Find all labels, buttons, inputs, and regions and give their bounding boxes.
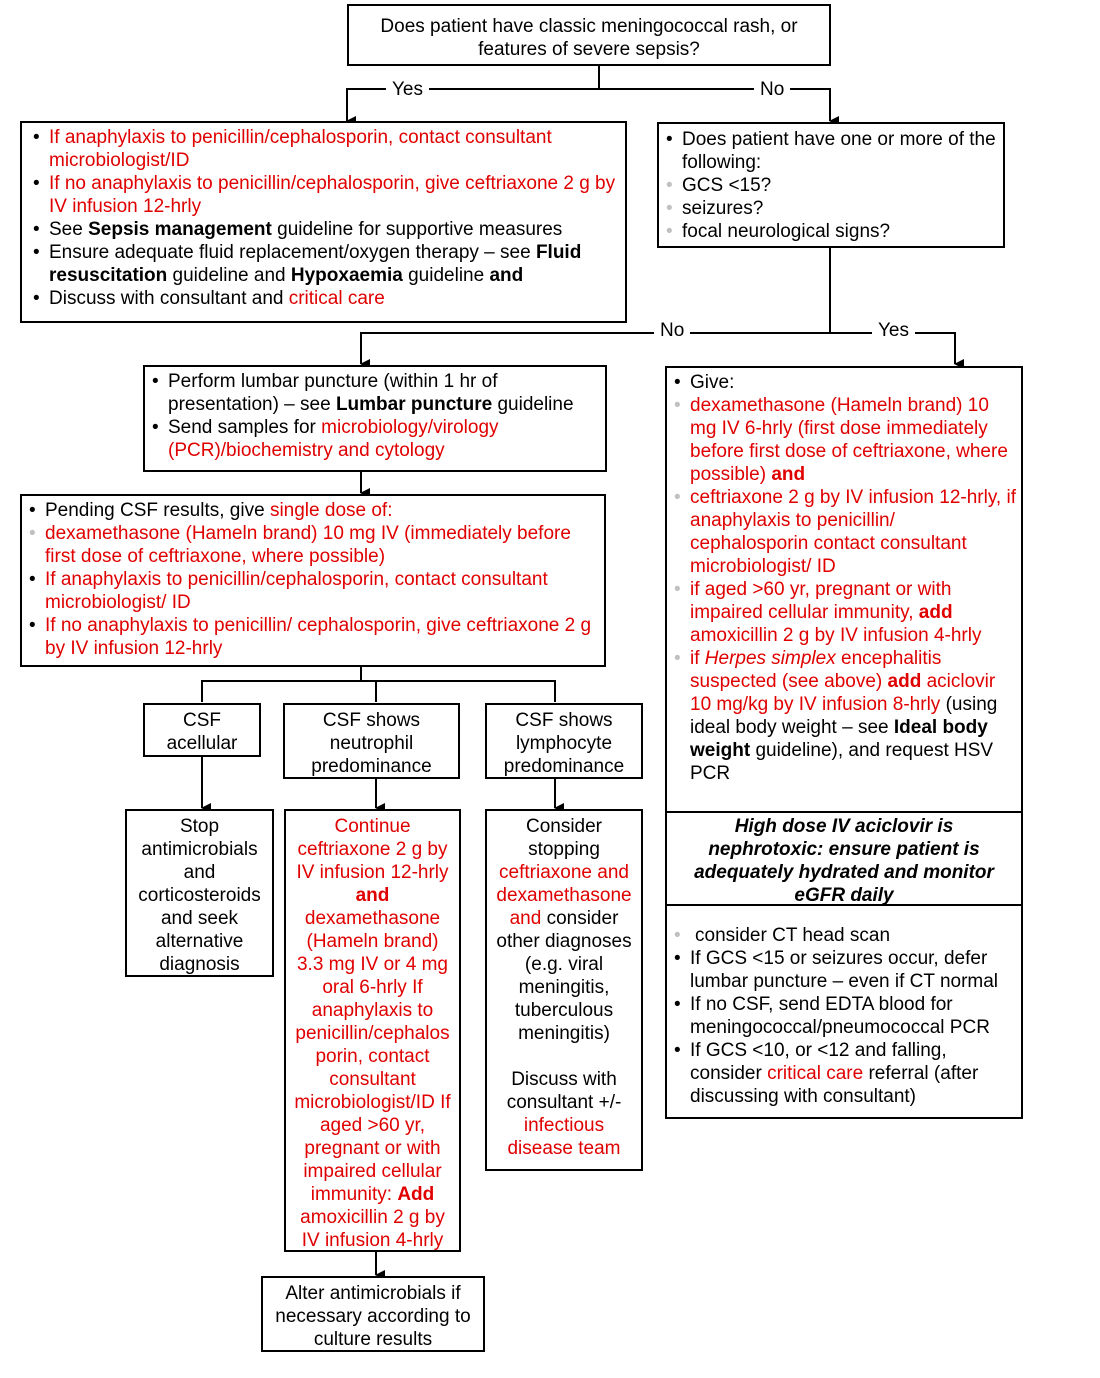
neuro-item-seizures: seizures? — [661, 197, 1001, 220]
consider-discuss-text: Discuss with consultant +/- — [506, 1069, 622, 1113]
consider-stopping-box: Consider stopping ceftriaxone and dexame… — [485, 809, 643, 1171]
csf-neutrophil-box: CSF shows neutrophil predominance — [283, 703, 460, 779]
ct-section: consider CT head scan If GCS <15 or seiz… — [667, 904, 1021, 1108]
edge-label-yes-2: Yes — [872, 320, 915, 342]
csf-acellular-text: CSF acellular — [166, 710, 238, 754]
neuro-item-focal: focal neurological signs? — [661, 220, 1001, 243]
continue-ceftriaxone-text: Continue ceftriaxone 2 g by IV infusion … — [296, 816, 449, 883]
continue-add-text: Add — [397, 1184, 435, 1205]
csf-neutrophil-text: CSF shows neutrophil predominance — [311, 710, 432, 777]
ct-item-critical-care: If GCS <10, or <12 and falling, consider… — [669, 1039, 1017, 1108]
lp-item-samples: Send samples for microbiology/virology (… — [147, 416, 603, 462]
lp-item-perform: Perform lumbar puncture (within 1 hr of … — [147, 370, 603, 416]
continue-amoxicillin-text: amoxicillin 2 g by IV infusion 4-hrly — [300, 1207, 445, 1251]
pending-item-ceftriaxone: If no anaphylaxis to penicillin/ cephalo… — [24, 614, 602, 660]
ct-item-edta: If no CSF, send EDTA blood for meningoco… — [669, 993, 1017, 1039]
pending-csf-box: Pending CSF results, give single dose of… — [20, 494, 606, 667]
continue-anaphylaxis-text: If anaphylaxis to penicillin/cephalos po… — [294, 977, 450, 1113]
pending-item-intro: Pending CSF results, give single dose of… — [24, 499, 602, 522]
consider-id-team-text: infectious disease team — [507, 1115, 621, 1159]
give-item-amoxicillin: if aged >60 yr, pregnant or with impaire… — [669, 578, 1017, 647]
neuro-item-gcs: GCS <15? — [661, 174, 1001, 197]
give-item-aciclovir: if Herpes simplex encephalitis suspected… — [669, 647, 1017, 785]
continue-dexamethasone-text: dexamethasone (Hameln brand) 3.3 mg IV o… — [296, 908, 448, 998]
csf-lymphocyte-text: CSF shows lymphocyte predominance — [503, 710, 625, 777]
csf-lymphocyte-box: CSF shows lymphocyte predominance — [485, 703, 643, 779]
ct-item-defer: If GCS <15 or seizures occur, defer lumb… — [669, 947, 1017, 993]
consider-diagnoses-text: consider other diagnoses (e.g. viral men… — [496, 908, 632, 1044]
alter-antimicrobials-text: Alter antimicrobials if necessary accord… — [275, 1283, 471, 1350]
stop-antimicrobials-box: Stop antimicrobials and corticosteroids … — [125, 809, 274, 977]
continue-aged-text: If aged >60 yr, pregnant or with impaire… — [303, 1092, 451, 1205]
stop-antimicrobials-text: Stop antimicrobials and corticosteroids … — [138, 816, 261, 975]
ct-item-scan: consider CT head scan — [669, 924, 1017, 947]
sepsis-item-discuss: Discuss with consultant and critical car… — [28, 287, 619, 310]
consider-drugs-text: ceftriaxone and dexamethasone and — [496, 862, 632, 929]
sepsis-item-fluid: Ensure adequate fluid replacement/oxygen… — [28, 241, 619, 287]
continue-treatment-box: Continue ceftriaxone 2 g by IV infusion … — [284, 809, 461, 1252]
give-intro: Give: — [669, 371, 1017, 394]
sepsis-item-guideline: See Sepsis management guideline for supp… — [28, 218, 619, 241]
continue-and-text: and — [355, 885, 390, 906]
question-rash-sepsis-text: Does patient have classic meningococcal … — [380, 16, 798, 60]
give-treatment-box: Give: dexamethasone (Hameln brand) 10 mg… — [665, 366, 1023, 1119]
aciclovir-warning: High dose IV aciclovir is nephrotoxic: e… — [667, 811, 1021, 906]
edge-label-no: No — [754, 79, 791, 101]
sepsis-item-anaphylaxis: If anaphylaxis to penicillin/cephalospor… — [28, 126, 619, 172]
question-neuro-signs: Does patient have one or more of the fol… — [657, 122, 1005, 248]
consider-stopping-text: Consider stopping — [525, 816, 603, 860]
csf-acellular-box: CSF acellular — [143, 703, 261, 757]
pending-item-anaphylaxis: If anaphylaxis to penicillin/cephalospor… — [24, 568, 602, 614]
give-list-section: Give: dexamethasone (Hameln brand) 10 mg… — [667, 368, 1021, 811]
question-rash-sepsis: Does patient have classic meningococcal … — [347, 4, 831, 66]
sepsis-actions-box: If anaphylaxis to penicillin/cephalospor… — [20, 121, 627, 323]
question-neuro-intro: Does patient have one or more of the fol… — [661, 128, 1001, 174]
sepsis-item-ceftriaxone: If no anaphylaxis to penicillin/cephalos… — [28, 172, 619, 218]
give-item-ceftriaxone: ceftriaxone 2 g by IV infusion 12-hrly, … — [669, 486, 1017, 578]
edge-label-no-2: No — [654, 320, 691, 342]
edge-label-yes: Yes — [386, 79, 429, 101]
pending-item-dexamethasone: dexamethasone (Hameln brand) 10 mg IV (i… — [24, 522, 602, 568]
alter-antimicrobials-box: Alter antimicrobials if necessary accord… — [261, 1276, 485, 1352]
lumbar-puncture-box: Perform lumbar puncture (within 1 hr of … — [143, 365, 607, 472]
give-item-dexamethasone: dexamethasone (Hameln brand) 10 mg IV 6-… — [669, 394, 1017, 486]
